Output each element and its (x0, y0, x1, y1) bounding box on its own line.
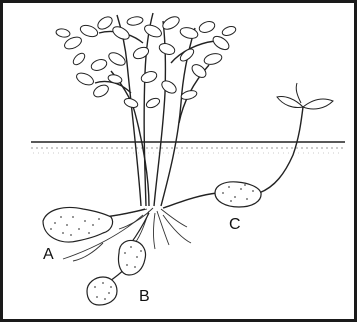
label-b: B (139, 288, 150, 305)
label-c: C (229, 216, 241, 233)
plant-stems (95, 13, 215, 206)
tuber-a (43, 208, 113, 243)
tuber-b (87, 241, 146, 306)
potato-plant-illustration: A B C (3, 3, 354, 319)
label-a: A (43, 246, 54, 263)
sprout-leaves (277, 83, 333, 109)
soil-line (31, 142, 345, 153)
tuber-c (215, 182, 261, 207)
